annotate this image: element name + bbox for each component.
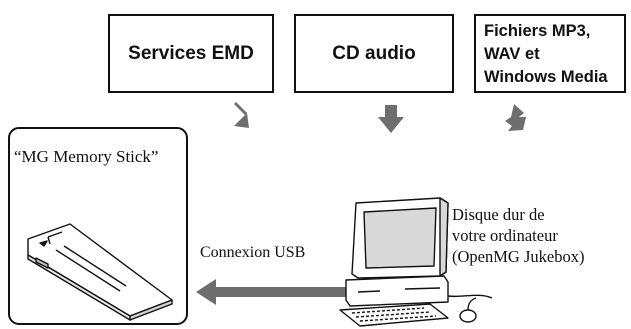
source-box-emd-services: Services EMD [108,14,274,93]
computer-label-line-3: (OpenMG Jukebox) [452,247,585,266]
arrow-emd-to-computer [225,102,249,128]
computer-label-line-1: Disque dur de [452,205,545,224]
source-box-media-files: Fichiers MP3, WAV et Windows Media [474,14,626,93]
source-label-cd: CD audio [332,42,416,64]
source-label-files-line-2: WAV et [484,45,540,63]
computer-label-line-2: votre ordinateur [452,226,558,245]
source-box-cd-audio: CD audio [294,14,454,93]
arrow-files-to-computer [505,104,526,131]
arrow-cd-to-computer [378,105,404,133]
arrow-usb-to-memory-stick [196,279,356,305]
source-label-files-line-3: Windows Media [484,68,608,86]
usb-connection-label: Connexion USB [200,244,306,261]
memory-stick-label: “MG Memory Stick” [14,147,159,166]
computer-hard-disk-label: Disque dur de votre ordinateur (OpenMG J… [452,204,584,267]
source-label-emd: Services EMD [128,42,254,64]
source-label-files-line-1: Fichiers MP3, [484,22,591,40]
computer-icon [339,197,493,327]
memory-stick-icon [27,223,173,321]
memory-stick-panel [8,127,188,325]
